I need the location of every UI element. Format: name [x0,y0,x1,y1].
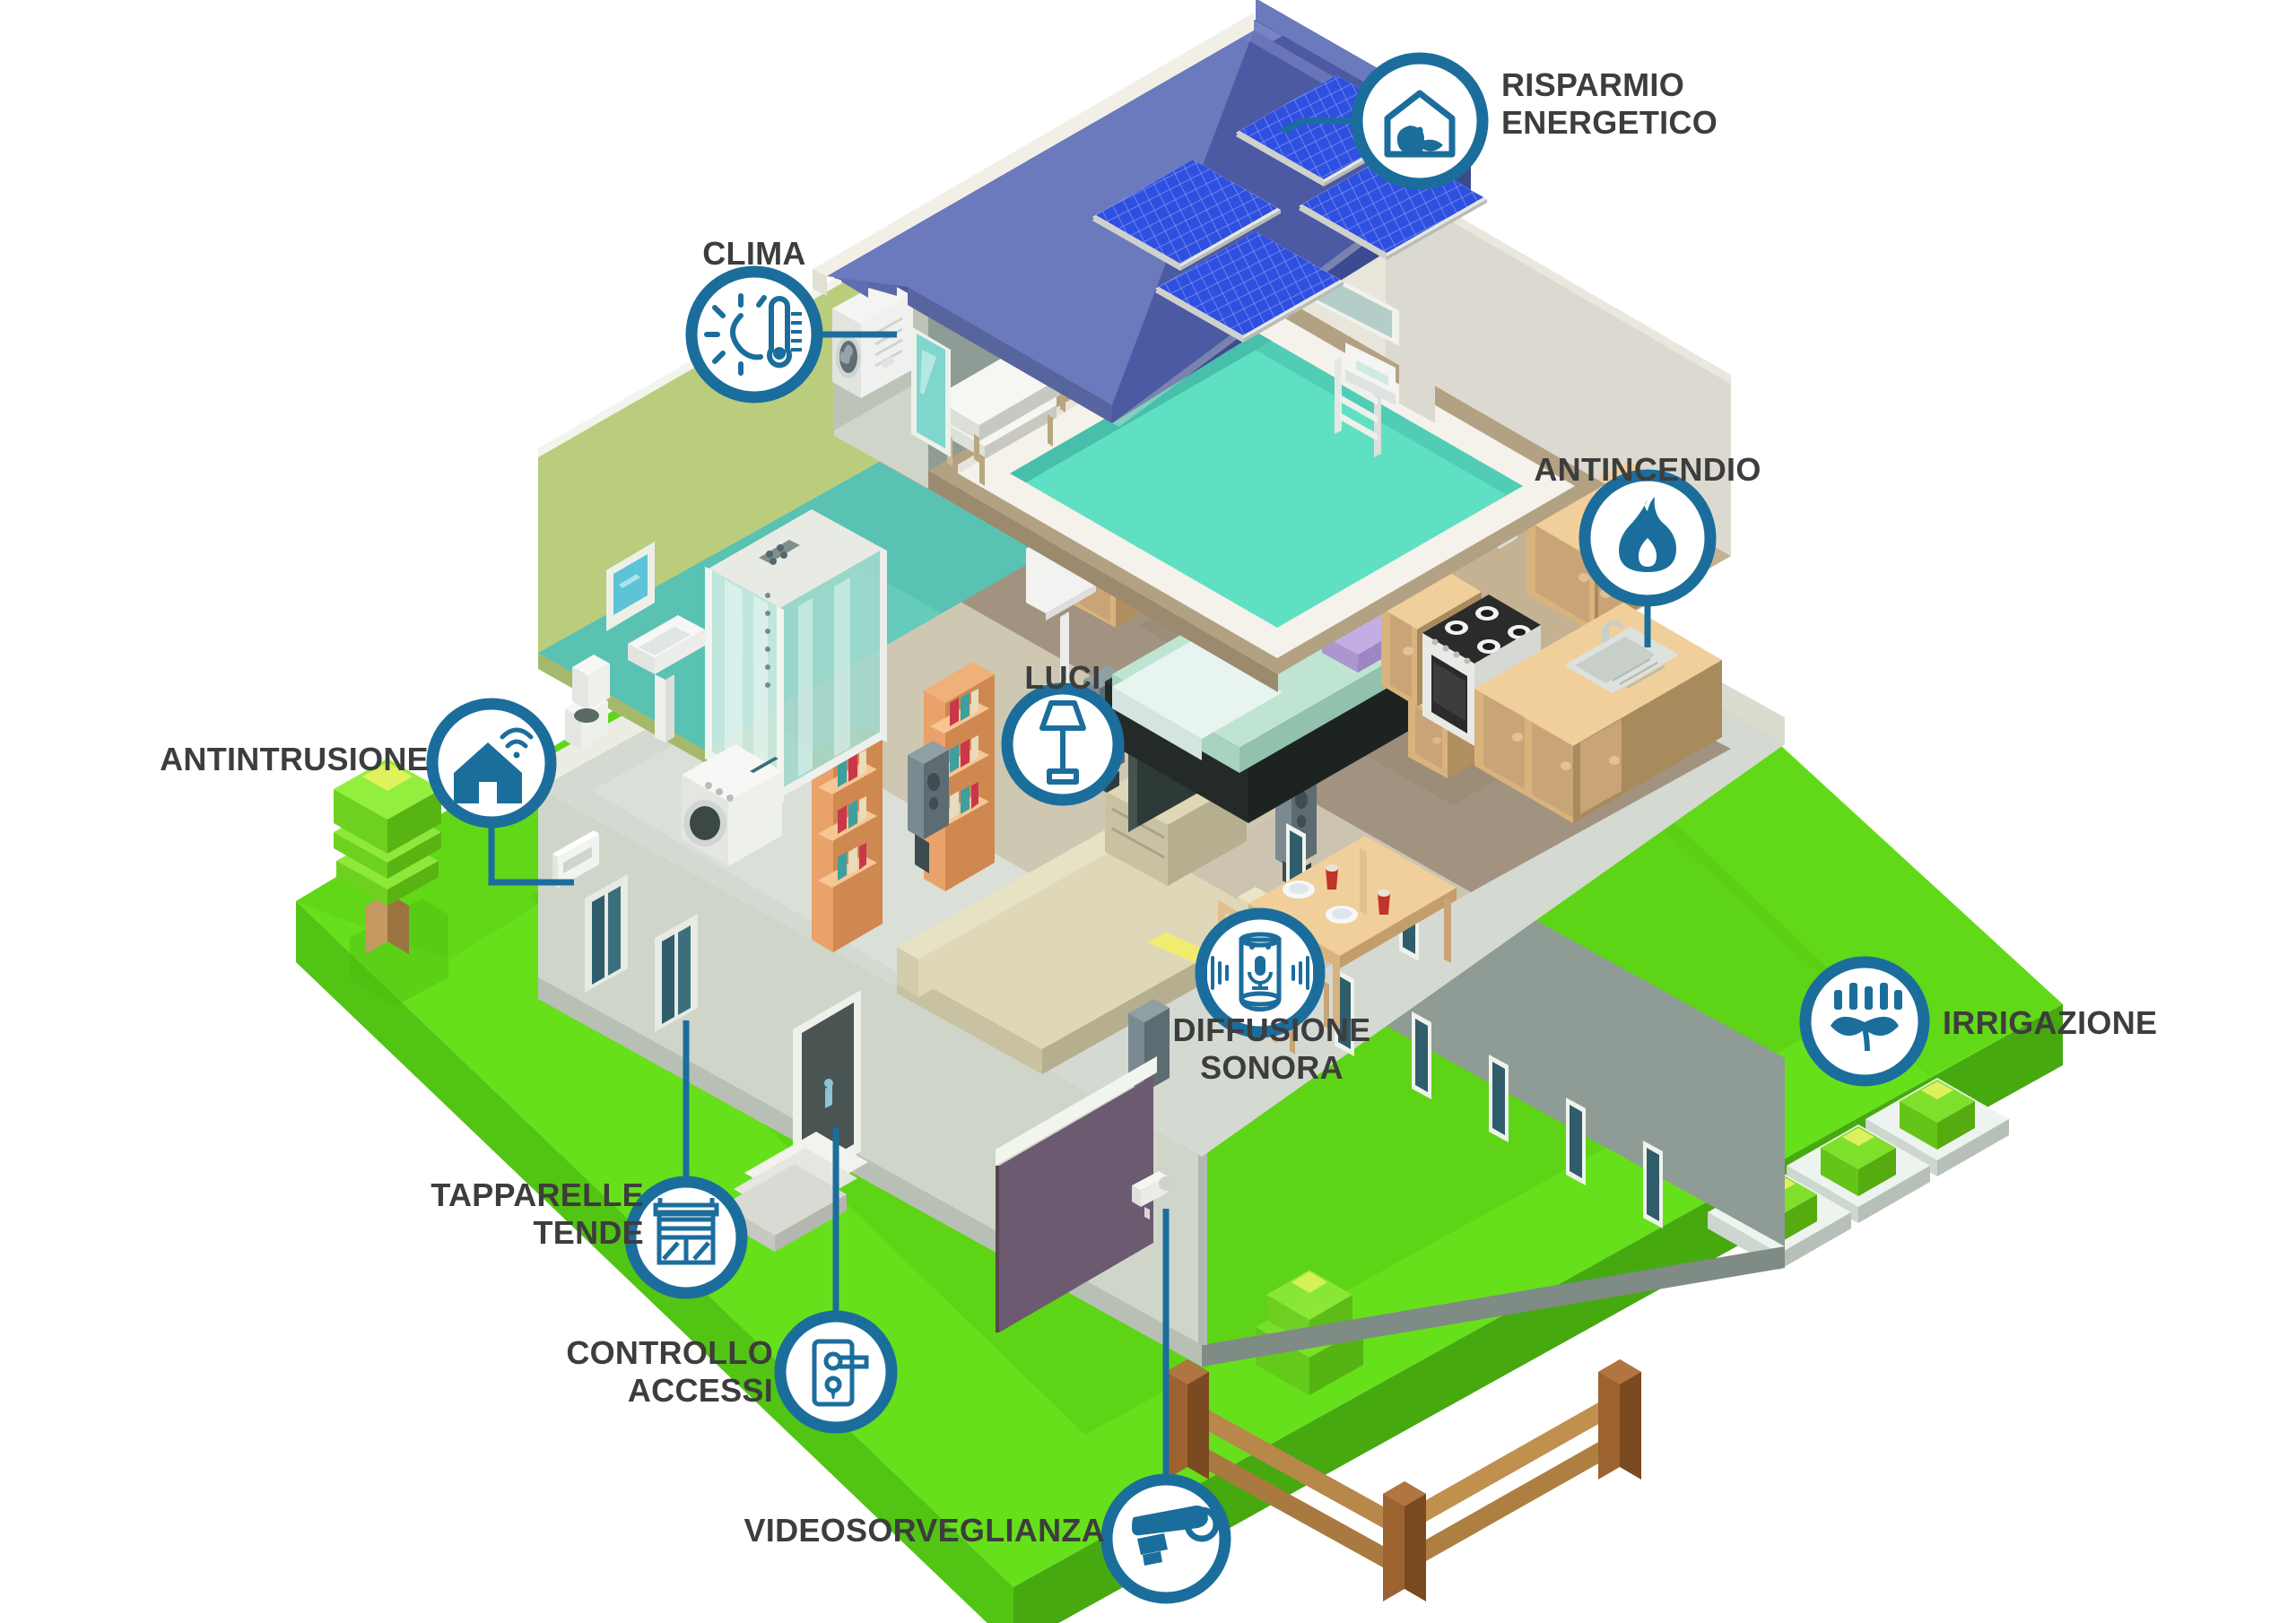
bathroom-mirror [606,542,655,631]
label-controllo-accessi: CONTROLLO ACCESSI [566,1334,773,1410]
label-tapparelle-tende: TAPPARELLE TENDE [430,1176,644,1252]
wifi-waves [500,727,534,759]
sprinkler-plant-icon [1831,983,1902,1051]
callout-videosorveglianza[interactable] [1100,1473,1231,1604]
alarm-siren [552,830,599,888]
attic-window-left [911,326,951,457]
attic-split-unit [1345,343,1396,405]
sun-thermometer-icon [704,293,767,376]
label-antincendio: ANTINCENDIO [1534,451,1761,488]
microphone-glyph [1248,956,1273,990]
callout-irrigazione[interactable] [1799,956,1930,1087]
callout-antincendio[interactable] [1578,469,1717,607]
solar-panel [1155,231,1344,343]
label-videosorveglianza: VIDEOSORVEGLIANZA [744,1512,1105,1549]
callout-tapparelle-tende[interactable] [624,1176,748,1299]
flame-icon [1619,497,1676,572]
solar-panel [1092,160,1281,271]
floor-lamp-icon [1039,700,1086,785]
callout-luci[interactable] [1001,682,1125,806]
eco-leaf-shape [1396,126,1443,153]
speaker-eyes [1249,944,1271,950]
kitchen-base-cabinet-right [1474,603,1722,823]
bathroom-washbasin [628,615,705,742]
roof [813,0,1487,427]
callout-clima[interactable] [685,265,823,404]
callout-controllo-accessi[interactable] [774,1310,898,1434]
garden-tree-left [334,759,448,1006]
label-luci: LUCI [1024,659,1101,696]
thermometer-shape [767,296,792,369]
window-shutter-icon [653,1198,719,1265]
label-clima: CLIMA [702,235,806,272]
tower-speaker-b [908,741,949,873]
callout-risparmio-energetico[interactable] [1351,52,1489,190]
label-irrigazione: IRRIGAZIONE [1943,1004,2158,1041]
label-antintrusione: ANTINTRUSIONE [160,741,429,777]
callout-diffusione-sonora[interactable] [1195,907,1326,1038]
label-diffusione-sonora: DIFFUSIONE SONORA [1172,1011,1371,1087]
door-handle-lock-icon [812,1339,869,1407]
garage-door[interactable] [996,1056,1157,1332]
facade-window-group [585,874,698,1032]
sound-waves-left [1204,956,1229,990]
sound-waves-right [1292,956,1317,990]
cctv-camera-icon [1132,1506,1220,1566]
callout-connectors [488,117,1651,1480]
washing-machine [682,744,782,866]
cctv-camera-wall [1132,1171,1173,1219]
smart-speaker-icon [1239,932,1282,1012]
garden-fence [1166,1359,1641,1601]
bathroom-toilet [565,655,610,750]
connector-antintrusione [488,822,574,886]
callout-antintrusione[interactable] [426,698,557,829]
label-risparmio-energetico: RISPARMIO ENERGETICO [1501,66,1718,142]
house-wifi-icon [454,742,522,803]
